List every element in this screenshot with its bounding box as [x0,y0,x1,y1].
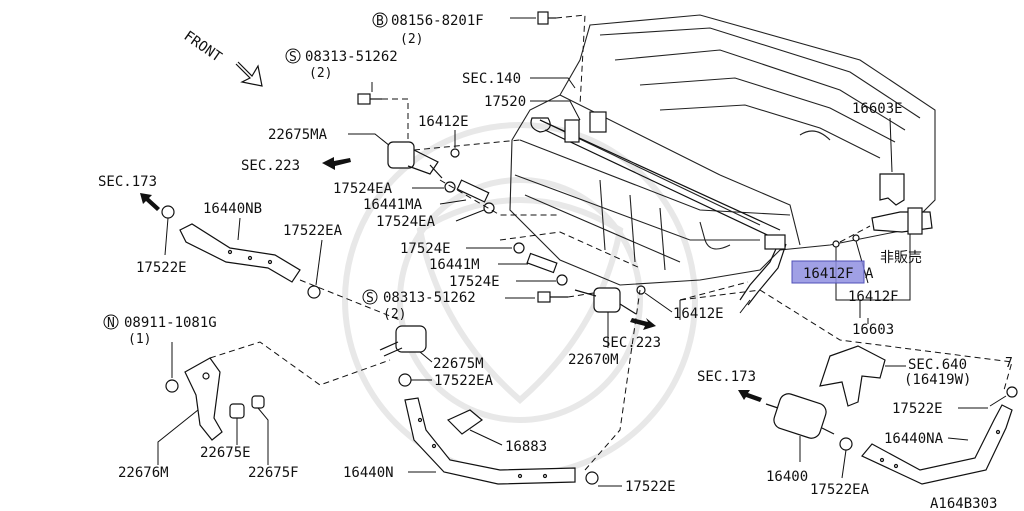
sec223-right-ref: SEC.223 [602,318,661,351]
hose-16441MA [456,179,490,203]
nut-icon [165,379,179,393]
svg-text:S: S [289,50,297,65]
part-17522E-left: 17522E [136,260,187,276]
front-arrow-icon [235,61,263,87]
bolt-s1-icon [357,93,371,105]
nut-n-group: N 08911-1081G (1) [103,314,217,393]
svg-text:16440N: 16440N [343,465,394,481]
fuel-rail [539,119,781,231]
part-16412FA-number: 16412F [803,266,854,282]
part-17524E-a: 17524E [400,241,451,257]
hose-16441M [526,252,558,274]
hose-16440NA: 16440NA [861,404,1013,485]
part-17522EA-mid: 17522EA [434,373,494,389]
part-17522E-bottom: 17522E [625,479,676,495]
clip-16603E [879,173,905,206]
damper-22675M: 22675M [379,325,484,372]
direction-arrow-icon [140,193,160,211]
bolt-s2-qty: (2) [383,307,406,322]
svg-text:16440NA: 16440NA [884,431,944,447]
bolt-b-part-number: 08156-8201F [391,13,484,29]
svg-text:16440NB: 16440NB [203,201,262,217]
grommet-22675F [251,395,265,409]
injector-area: 16603E 非販売 16412F 16603 16412F A [791,101,933,338]
sec140-label: SEC.140 [462,71,521,87]
bolt-s2-part-number: 08313-51262 [383,290,476,306]
part-17524E-b: 17524E [449,274,500,290]
clip-16883: 16883 [446,409,547,455]
grommet-22675E [229,403,245,419]
part-17522EA-top: 17522EA [283,223,343,239]
engine-assembly [509,14,936,306]
part-17522E-right: 17522E [892,401,943,417]
circled-n-icon [103,314,119,330]
callout-7: 7 [1005,356,1013,371]
bolt-b-qty: (2) [400,32,423,47]
part-17524EA-b: 17524EA [376,214,436,230]
circled-b-icon [372,12,388,28]
circled-s-icon [285,48,301,64]
sec223-left-ref: SEC.223 [241,157,351,174]
bolt-s1-qty: (2) [309,66,332,81]
part-16412FA-highlight[interactable] [791,260,865,284]
bracket-sec640: SEC.640 (16419W) 7 [819,345,1013,407]
part-16412FA-suffix: A [865,266,874,282]
bolt-b-icon [537,11,549,25]
svg-text:B: B [376,14,384,29]
part-16603: 16603 [852,322,894,338]
part-16412F: 16412F [848,289,899,305]
svg-text:16603E: 16603E [852,101,903,117]
nut-n-part-number: 08911-1081G [124,315,217,331]
part-17524EA-a: 17524EA [333,181,393,197]
fuel-filter-16400: 16400 [765,393,835,485]
nut-n-qty: (1) [128,332,151,347]
svg-text:22675MA: 22675MA [268,127,328,143]
bolt-s2-group: S 08313-51262 (2) [362,289,601,322]
svg-text:SEC.640: SEC.640 [908,357,967,373]
svg-text:22676M: 22676M [118,465,169,481]
bolt-s2-icon [537,291,551,303]
part-16412E-right: 16412E [673,306,724,322]
part-16412E-top: 16412E [418,114,469,130]
svg-text:SEC.173: SEC.173 [98,174,157,190]
bolt-s1-group: S 08313-51262 (2) [285,48,409,140]
part-17520: 17520 [484,94,526,110]
front-label: FRONT [181,28,225,66]
sec173-left-ref: SEC.173 [98,174,160,211]
front-indicator: FRONT [181,28,263,87]
fuel-injector [871,211,933,233]
circled-s-icon [362,289,378,305]
part-22675E: 22675E [200,445,251,461]
svg-text:SEC.173: SEC.173 [697,369,756,385]
svg-text:22670M: 22670M [568,352,619,368]
part-16441M: 16441M [429,257,480,273]
regulator-22675MA: 22675MA [268,127,443,179]
svg-text:SEC.223: SEC.223 [241,158,300,174]
svg-text:(16419W): (16419W) [904,372,971,388]
svg-text:16883: 16883 [505,439,547,455]
part-17522EA-bottom: 17522EA [810,482,870,498]
fuel-rail-bracket [564,119,580,143]
regulator-22670M: 22670M [568,287,637,368]
svg-text:N: N [107,316,115,331]
not-for-sale-label: 非販売 [880,250,922,266]
svg-text:SEC.223: SEC.223 [602,335,661,351]
part-16441MA: 16441MA [363,197,423,213]
direction-arrow-icon [322,157,351,170]
bolt-b-group: B 08156-8201F (2) [372,11,586,106]
hose-16440N: 16440N [343,397,576,485]
hose-16440NB: 16440NB [179,201,301,283]
direction-arrow-icon [630,318,656,330]
svg-text:16400: 16400 [766,469,808,485]
bolt-s1-part-number: 08313-51262 [305,49,398,65]
drawing-number: A164B303 [930,496,997,511]
bracket-22676M: 22676M [118,357,223,481]
sec173-right-ref: SEC.173 [697,369,762,402]
svg-text:22675M: 22675M [433,356,484,372]
part-22675F: 22675F [248,465,299,481]
svg-text:S: S [366,291,374,306]
direction-arrow-icon [738,390,762,402]
